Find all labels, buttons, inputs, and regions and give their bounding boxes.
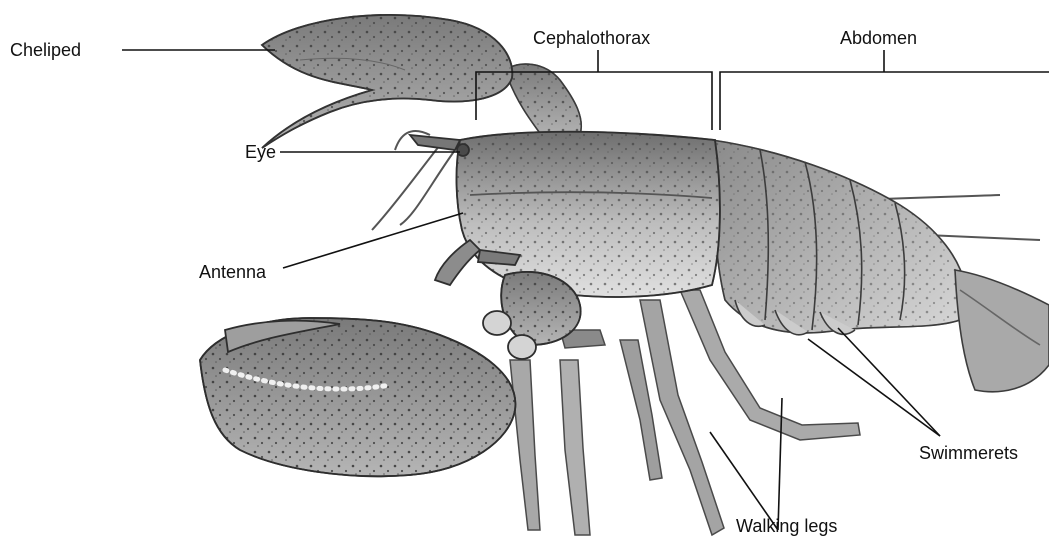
- label-eye: Eye: [245, 142, 276, 162]
- label-abdomen: Abdomen: [840, 28, 917, 48]
- label-swimmerets: Swimmerets: [919, 443, 1018, 463]
- label-cephalothorax: Cephalothorax: [533, 28, 650, 48]
- label-cheliped: Cheliped: [10, 40, 81, 60]
- abdomen-drawing: [712, 140, 1049, 392]
- label-walking-legs: Walking legs: [736, 516, 837, 536]
- label-antenna: Antenna: [199, 262, 266, 282]
- upper-claw: [262, 15, 512, 148]
- upper-claw-arm: [505, 64, 581, 140]
